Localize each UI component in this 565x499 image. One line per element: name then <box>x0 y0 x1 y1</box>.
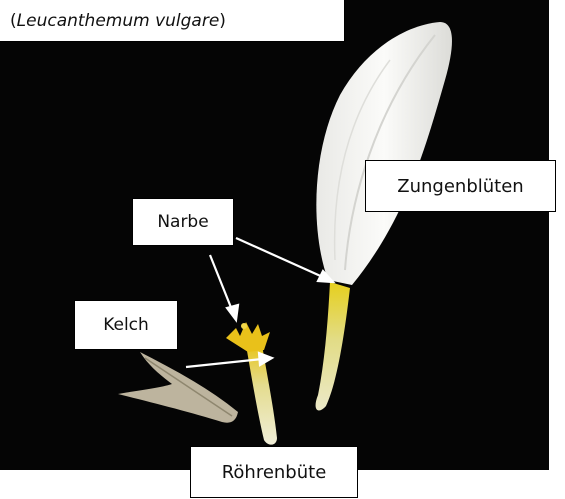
title-suffix: ) <box>219 11 226 31</box>
label-roehrenbluete: Röhrenbüte <box>190 446 358 498</box>
bottom-dark-edge <box>0 470 190 499</box>
label-zungenblueten: Zungenblüten <box>365 160 556 212</box>
right-white-strip <box>549 0 565 499</box>
stigma-dot <box>241 323 247 329</box>
title-prefix: ( <box>10 11 17 31</box>
label-kelch: Kelch <box>74 300 178 350</box>
title-species: Leucanthemum vulgare <box>17 11 220 31</box>
label-narbe: Narbe <box>132 198 234 246</box>
species-title: (Leucanthemum vulgare) <box>0 0 345 42</box>
